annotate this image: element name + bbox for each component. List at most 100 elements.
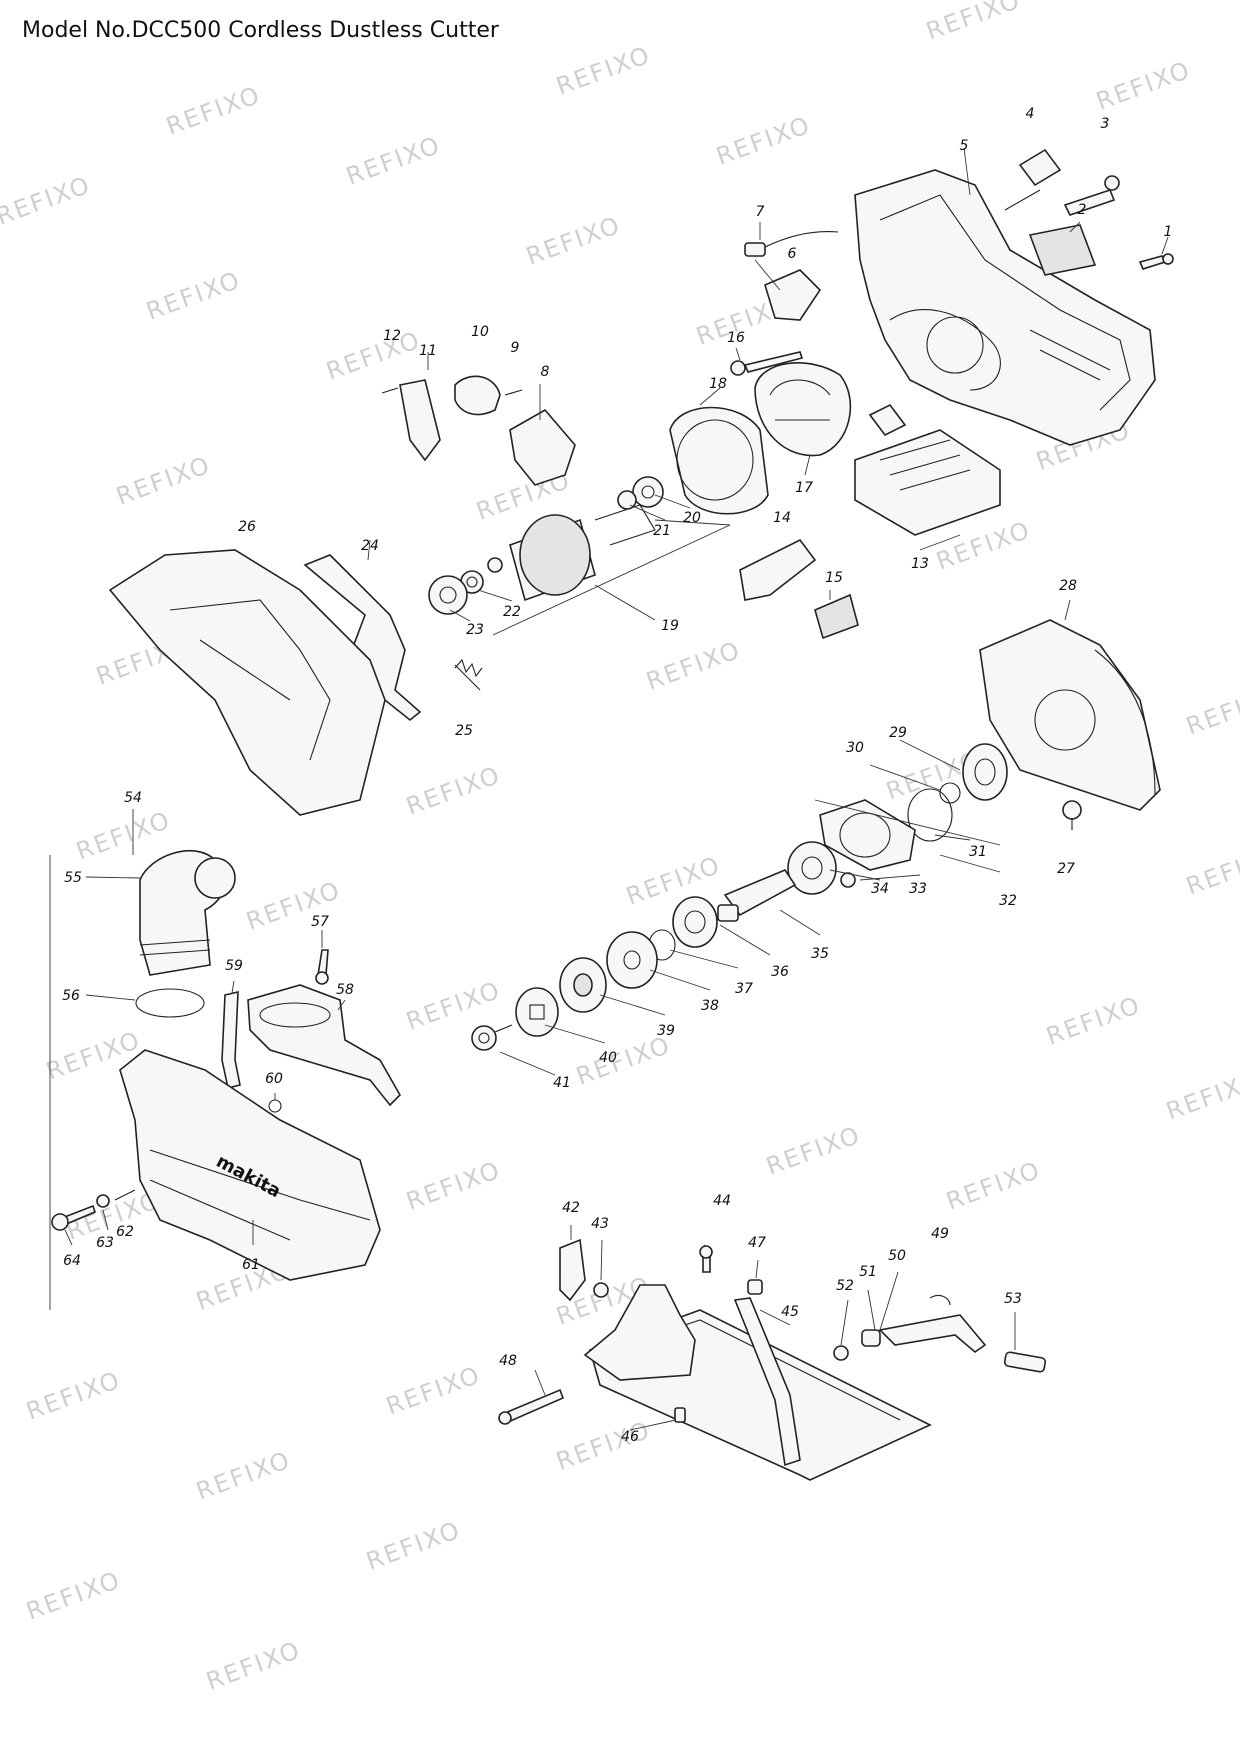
watermark-text: REFIXO <box>932 516 1034 576</box>
callout-28: 28 <box>1059 578 1077 594</box>
watermark-text: REFIXO <box>192 1446 294 1506</box>
watermark-text: REFIXO <box>142 266 244 326</box>
watermark-text: REFIXO <box>552 41 654 101</box>
callout-49: 49 <box>931 1226 949 1242</box>
callout-23: 23 <box>466 622 484 638</box>
watermark-text: REFIXO <box>762 1121 864 1181</box>
callout-21: 21 <box>653 523 671 539</box>
watermark-text: REFIXO <box>22 1566 124 1626</box>
bolt-44 <box>699 1245 713 1273</box>
spring-62 <box>114 1189 136 1201</box>
callout-37: 37 <box>735 981 753 997</box>
callout-14: 14 <box>773 510 791 526</box>
spring-9 <box>504 389 523 396</box>
switch-lever-11 <box>399 379 441 462</box>
callout-33: 33 <box>909 881 927 897</box>
watermark-text: REFIXO <box>0 171 95 231</box>
leader-lines <box>64 147 1169 1431</box>
callout-39: 39 <box>657 1023 675 1039</box>
watermark-text: REFIXO <box>712 111 814 171</box>
motor-housing-5 <box>854 169 1156 446</box>
callout-17: 17 <box>795 480 813 496</box>
watermark-text: REFIXO <box>942 1156 1044 1216</box>
callout-27: 27 <box>1057 861 1075 877</box>
callout-41: 41 <box>553 1075 571 1091</box>
bearing-box-32 <box>819 799 916 871</box>
spring-12 <box>381 387 399 394</box>
retaining-ring-30 <box>939 782 961 804</box>
controller-13 <box>854 429 1001 536</box>
wire-connector-7 <box>744 231 839 257</box>
callout-52: 52 <box>836 1278 854 1294</box>
callout-19: 19 <box>661 618 679 634</box>
o-ring-31 <box>907 788 953 842</box>
spring-25 <box>454 658 483 691</box>
callout-63: 63 <box>96 1235 114 1251</box>
watermark-text: REFIXO <box>362 1516 464 1576</box>
callout-numbers: 1234567891011121314151617181920212223242… <box>62 106 1172 1445</box>
callout-64: 64 <box>63 1253 81 1269</box>
callout-51: 51 <box>859 1264 877 1280</box>
callout-18: 18 <box>709 376 727 392</box>
callout-31: 31 <box>969 844 987 860</box>
screw-64 <box>51 1204 96 1231</box>
callout-62: 62 <box>116 1224 134 1240</box>
diagram-title: Model No.DCC500 Cordless Dustless Cutter <box>22 18 499 43</box>
watermark-text: REFIXO <box>202 1636 304 1696</box>
callout-20: 20 <box>683 510 701 526</box>
callout-1: 1 <box>1164 224 1173 240</box>
callout-56: 56 <box>62 988 80 1004</box>
callout-45: 45 <box>781 1304 799 1320</box>
bearing-36 <box>672 896 718 948</box>
watermark-text: REFIXO <box>402 1156 504 1216</box>
screw-3 <box>1063 175 1120 216</box>
callout-57: 57 <box>311 914 329 930</box>
callout-50: 50 <box>888 1248 906 1264</box>
lever-50 <box>878 1314 987 1354</box>
callout-10: 10 <box>471 324 489 340</box>
callout-42: 42 <box>562 1200 580 1216</box>
washer-38 <box>606 931 658 989</box>
watermark-text: REFIXO <box>1042 991 1144 1051</box>
spindle-35 <box>717 869 797 922</box>
clip-49 <box>929 1295 951 1306</box>
callout-61: 61 <box>242 1257 260 1273</box>
callout-47: 47 <box>748 1235 766 1251</box>
callout-22: 22 <box>503 604 521 620</box>
watermark-text: REFIXO <box>242 876 344 936</box>
washer-63 <box>96 1194 110 1208</box>
callout-58: 58 <box>336 982 354 998</box>
screw-27 <box>1062 800 1082 830</box>
callout-54: 54 <box>124 790 142 806</box>
watermark-text: REFIXO <box>162 81 264 141</box>
screw-16 <box>730 351 804 376</box>
o-ring-56 <box>135 988 205 1018</box>
callout-6: 6 <box>788 246 797 262</box>
callout-15: 15 <box>825 570 843 586</box>
callout-12: 12 <box>383 328 401 344</box>
grip-53 <box>1003 1351 1047 1373</box>
callout-46: 46 <box>621 1429 639 1445</box>
watermark-text: REFIXO <box>642 636 744 696</box>
armature-19 <box>487 504 656 602</box>
washer-43 <box>593 1282 609 1298</box>
angle-guide <box>733 1297 801 1467</box>
watermark-text: REFIXO <box>382 1361 484 1421</box>
callout-5: 5 <box>960 138 969 154</box>
callout-30: 30 <box>846 740 864 756</box>
dust-cover-61: makita <box>119 1049 381 1281</box>
watermark-text: REFIXO <box>572 1031 674 1091</box>
dust-nozzle-55 <box>139 850 236 976</box>
callout-11: 11 <box>419 343 437 359</box>
callout-29: 29 <box>889 725 907 741</box>
washer-52 <box>833 1345 849 1361</box>
watermark-text: REFIXO <box>1182 841 1240 901</box>
callout-38: 38 <box>701 998 719 1014</box>
watermark-text: REFIXO <box>402 761 504 821</box>
callout-9: 9 <box>511 340 520 356</box>
callout-60: 60 <box>265 1071 283 1087</box>
callout-13: 13 <box>911 556 929 572</box>
callout-3: 3 <box>1101 116 1110 132</box>
lock-button-10 <box>454 375 501 416</box>
watermark-text: REFIXO <box>622 851 724 911</box>
